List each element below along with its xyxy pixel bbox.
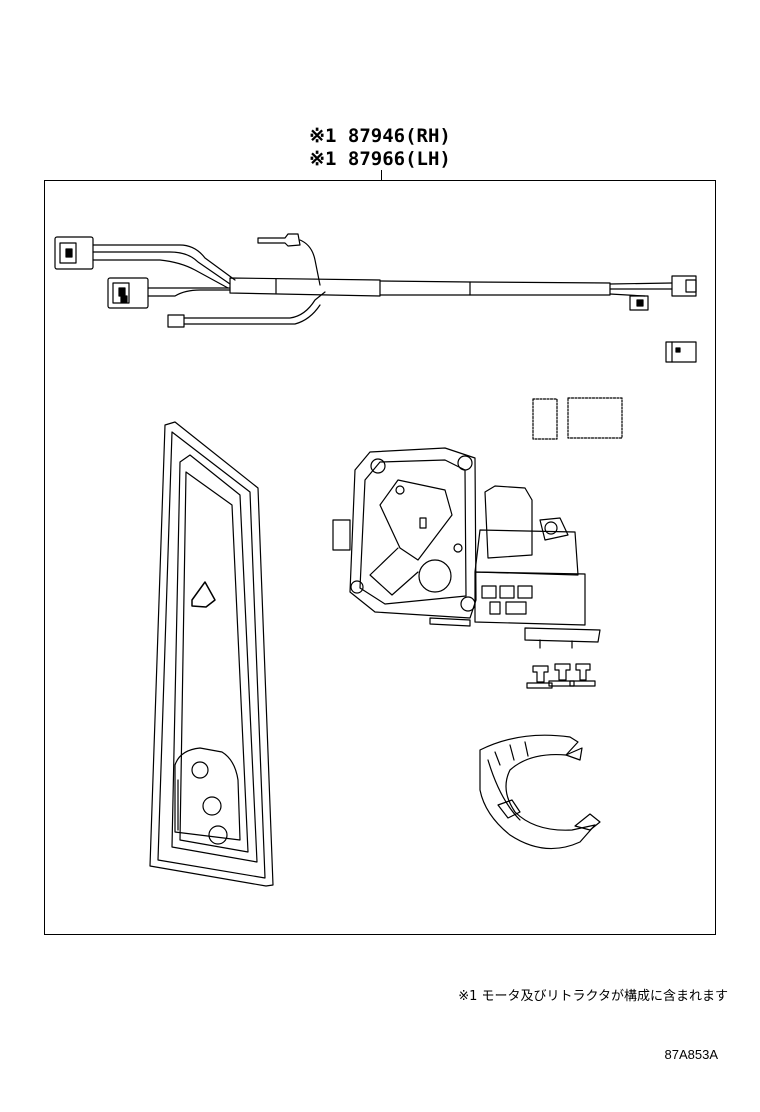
retractor-bracket	[479, 734, 601, 850]
screws	[526, 663, 596, 689]
regulator-motor	[332, 447, 601, 649]
wire-harness	[54, 233, 697, 328]
door-trim-panel	[149, 421, 274, 887]
cushion-pads	[532, 397, 623, 440]
assembly-frame	[44, 180, 716, 935]
figure-code: 87A853A	[664, 1047, 719, 1062]
part-number-lh: ※1 87966(LH)	[309, 148, 451, 170]
footnote-note: ※1 モータ及びリトラクタが構成に含まれます	[458, 989, 728, 1004]
part-number-rh: ※1 87946(RH)	[309, 125, 451, 147]
small-clip	[665, 341, 697, 363]
callout-leader-line	[381, 170, 382, 181]
